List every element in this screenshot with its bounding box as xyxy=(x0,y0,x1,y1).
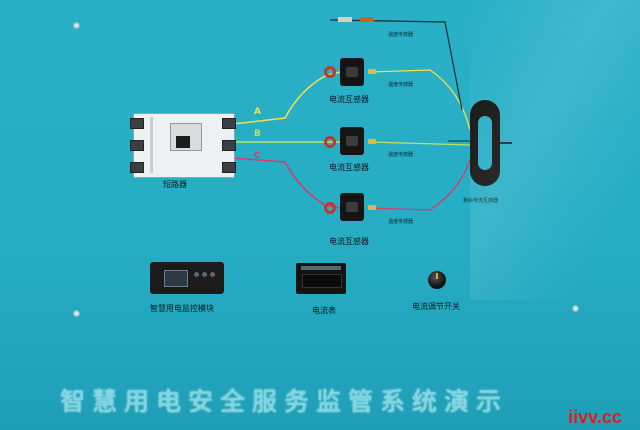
wire-loop xyxy=(324,202,336,214)
residual-current-transformer xyxy=(470,100,500,186)
residual-ct-label: 剩余电流互感器 xyxy=(463,197,498,204)
monitor-module xyxy=(150,262,224,294)
current-adjust-knob[interactable] xyxy=(428,271,446,289)
mounting-screw xyxy=(73,22,80,29)
knob-label: 电流调节开关 xyxy=(412,302,460,311)
current-transformer-a xyxy=(340,58,364,86)
light-glare xyxy=(470,0,640,300)
monitor-button[interactable] xyxy=(210,272,215,277)
ct-label-b: 电流互感器 xyxy=(329,163,369,172)
monitor-label: 智慧用电监控模块 xyxy=(150,304,214,313)
ct-label-a: 电流互感器 xyxy=(329,95,369,104)
board-title: 智慧用电安全服务监管系统演示 xyxy=(60,387,509,416)
temp-probe xyxy=(368,69,376,74)
temp-sensor-label: 温度传感器 xyxy=(388,152,414,158)
temp-sensor-label: 温度传感器 xyxy=(388,32,414,38)
watermark: iivv.cc xyxy=(568,407,622,427)
monitor-button[interactable] xyxy=(202,272,207,277)
ct-label-c: 电流互感器 xyxy=(329,237,369,246)
breaker-switch[interactable] xyxy=(176,136,190,148)
mounting-screw xyxy=(73,310,80,317)
ammeter-display xyxy=(302,274,342,288)
wire-loop xyxy=(324,136,336,148)
temp-sensor-label: 温度传感器 xyxy=(388,219,414,225)
breaker-label: 短路器 xyxy=(163,180,187,189)
ammeter-header xyxy=(301,266,341,270)
temp-probe xyxy=(368,205,376,210)
phase-a-label: A xyxy=(254,107,261,117)
temp-sensor-label: 温度传感器 xyxy=(388,82,414,88)
ammeter xyxy=(296,263,346,294)
temp-probe xyxy=(368,139,376,144)
phase-b-label: B xyxy=(254,129,261,139)
current-transformer-c xyxy=(340,193,364,221)
ammeter-label: 电流表 xyxy=(312,306,336,315)
phase-c-label: C xyxy=(254,151,261,161)
current-transformer-b xyxy=(340,127,364,155)
monitor-screen xyxy=(164,270,188,287)
mounting-screw xyxy=(572,305,579,312)
breaker-stripe xyxy=(150,117,153,173)
monitor-button[interactable] xyxy=(194,272,199,277)
wire-loop xyxy=(324,66,336,78)
